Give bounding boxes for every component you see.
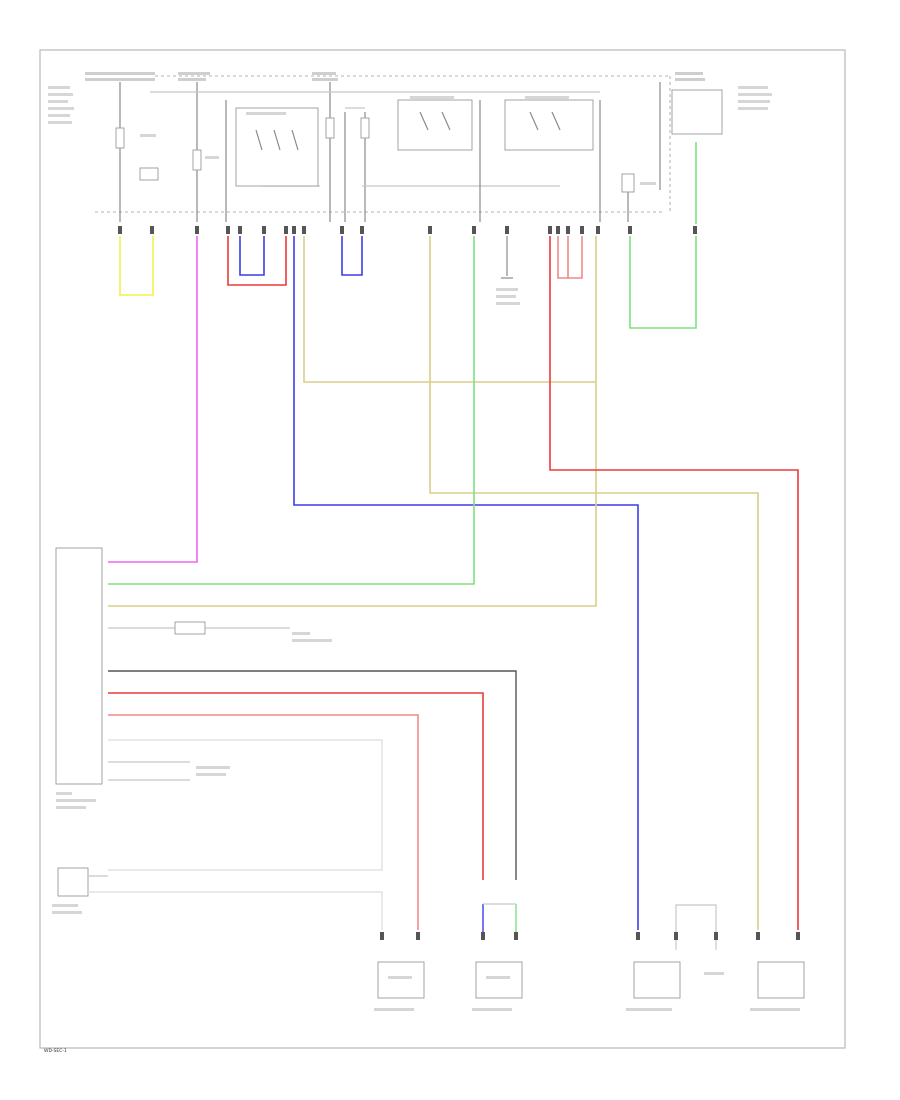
relay-switch-icon [225, 100, 319, 222]
wire-red-loop [227, 236, 287, 286]
relay-switch-icon [504, 96, 601, 222]
ground-symbol-icon [496, 236, 520, 305]
top-labels [48, 72, 772, 124]
wire-olive-1 [108, 236, 597, 607]
module-wires [108, 621, 517, 930]
switch-lower-left [52, 867, 383, 930]
footer-ref: WD-SEC-1 [44, 1048, 67, 1054]
motor-actuator-icon [750, 961, 805, 1011]
wire-pink [108, 236, 198, 563]
wire-red-long [549, 236, 799, 930]
relay-switch-icon [397, 96, 481, 222]
diagram-frame [39, 49, 846, 1049]
wire-yellow [119, 236, 154, 296]
wire-lightred-loop [557, 236, 583, 279]
motor-actuator-icon [626, 961, 681, 1011]
connector-pins-top [118, 226, 697, 234]
wire-green-right [629, 142, 697, 329]
motor-actuator-icon [374, 961, 425, 1011]
wire-blue-loop [239, 236, 363, 276]
wire-blue [293, 236, 639, 930]
fuse-group [115, 117, 656, 193]
sensor-link-wires [482, 903, 517, 940]
ground-symbol-icon [675, 904, 724, 975]
wire-olive-2 [429, 236, 759, 930]
motor-actuator-icon [472, 961, 523, 1011]
relay-module-right [671, 89, 723, 135]
wire-green [108, 236, 475, 585]
connector-pins-bottom [380, 932, 800, 940]
control-module [55, 547, 103, 809]
